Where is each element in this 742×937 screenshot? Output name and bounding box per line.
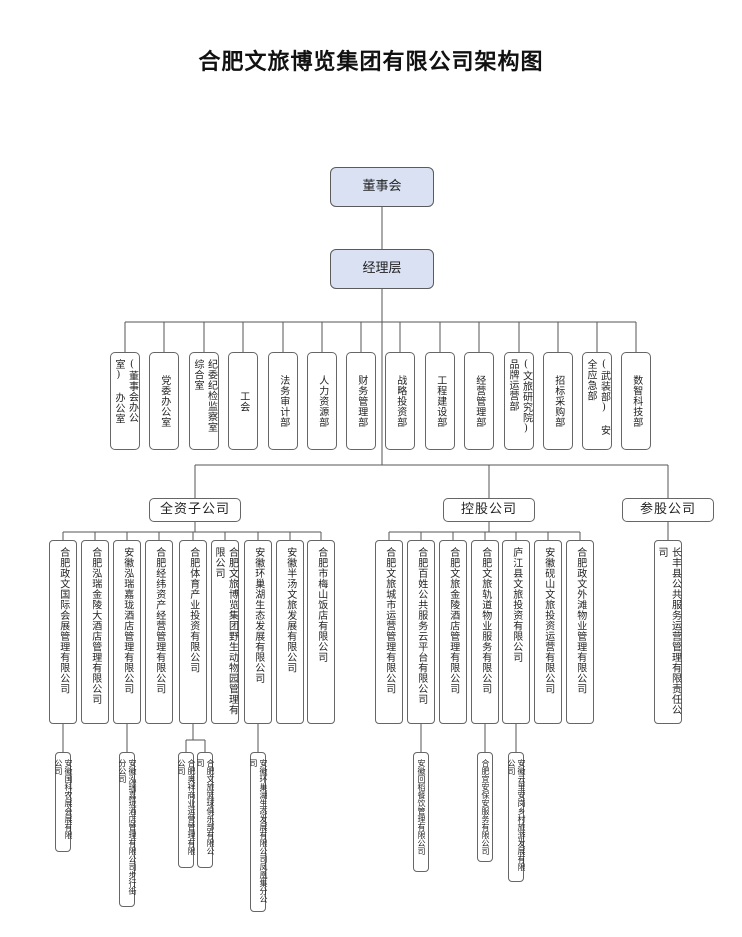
company-box: 安徽泓瑞嘉珑酒店管理有限公司 (113, 540, 141, 724)
chart-title: 合肥文旅博览集团有限公司架构图 (198, 50, 544, 75)
department-box-label: 纪委纪检监察室 综合室 (192, 359, 217, 433)
company-box-label: 安徽半汤文旅发展有限公司 (284, 547, 296, 673)
company-box: 合肥文旅轨道物业服务有限公司 (471, 540, 499, 724)
company-box-label: 合肥文旅轨道物业服务有限公司 (479, 547, 491, 694)
company-box-label: 合肥经纬资产经营管理有限公司 (153, 547, 165, 694)
company-box: 合肥体育产业投资有限公司 (179, 540, 207, 724)
board-label: 董事会 (362, 179, 402, 195)
department-box-label: 财务管理部 (355, 374, 367, 428)
department-box: (文旅研究院) 品牌运营部 (504, 352, 534, 450)
subsidiary-box-label: 安徽回稻餐饮管理有限公司 (417, 759, 426, 855)
company-box-label: 合肥政文外滩物业管理有限公司 (574, 547, 586, 694)
department-box: (董事会办公室) 办公室 (110, 352, 140, 450)
subsidiary-box-label: 安徽环巢湖生态发展有限公司凤凰集分公司 (249, 759, 268, 903)
department-box: (武装部) 安全应急部 (582, 352, 612, 450)
department-box: 人力资源部 (307, 352, 337, 450)
company-box-label: 合肥文旅金陵酒店管理有限公司 (447, 547, 459, 694)
company-box-label: 合肥政文国际会展管理有限公司 (57, 547, 69, 694)
company-box-label: 庐江县文旅投资有限公司 (510, 547, 522, 663)
company-box: 安徽砚山文旅投资运营有限公司 (534, 540, 562, 724)
company-box: 安徽环巢湖生态发展有限公司 (244, 540, 272, 724)
company-box: 安徽半汤文旅发展有限公司 (276, 540, 304, 724)
subsidiary-box-label: 安徽泓瑞嘉珑酒店管理有限公司步行街分公司 (118, 759, 137, 895)
department-box: 财务管理部 (346, 352, 376, 450)
department-box-label: 法务审计部 (277, 374, 289, 428)
management-box: 经理层 (330, 249, 434, 289)
subsidiary-box-label: 合肥文旅篮球俱乐部有限公司 (196, 759, 215, 855)
company-box: 合肥政文外滩物业管理有限公司 (566, 540, 594, 724)
company-box: 合肥市梅山饭店有限公司 (307, 540, 335, 724)
subsidiary-box-label: 合肥宜安保安服务有限公司 (481, 759, 490, 855)
company-box: 合肥文旅城市运营管理有限公司 (375, 540, 403, 724)
subsidiary-box: 合肥奥祥商业运营管理有限公司 (177, 752, 196, 868)
company-box-label: 合肥文旅博览集团野生动物园管理有限公司 (213, 547, 238, 715)
share-label: 参股公司 (639, 502, 696, 518)
department-box-label: 党委办公室 (158, 374, 170, 428)
subsidiary-box: 合肥宜安保安服务有限公司 (477, 752, 493, 862)
management-label: 经理层 (362, 261, 402, 277)
department-box-label: 人力资源部 (316, 374, 328, 428)
share-group: 参股公司 (622, 498, 714, 522)
company-box-label: 合肥百姓公共服务云平台有限公司 (415, 547, 427, 705)
company-box-label: 合肥市梅山饭店有限公司 (315, 547, 327, 663)
company-box: 合肥泓瑞金陵大酒店管理有限公司 (81, 540, 109, 724)
department-box: 战略投资部 (385, 352, 415, 450)
department-box-label: 经营管理部 (473, 374, 485, 428)
subsidiary-box: 安徽环巢湖生态发展有限公司凤凰集分公司 (249, 752, 268, 912)
company-box-label: 安徽环巢湖生态发展有限公司 (252, 547, 264, 684)
department-box-label: 工程建设部 (434, 374, 446, 428)
company-box: 庐江县文旅投资有限公司 (502, 540, 530, 724)
company-box-label: 合肥文旅城市运营管理有限公司 (383, 547, 395, 694)
subsidiary-box: 安徽云里安岗乡村旅游发展有限公司 (507, 752, 526, 882)
company-box: 合肥政文国际会展管理有限公司 (49, 540, 77, 724)
subsidiary-box: 安徽回稻餐饮管理有限公司 (413, 752, 429, 872)
wholly-owned-group: 全资子公司 (149, 498, 241, 522)
company-box-label: 长丰县公共服务运营管理有限责任公司 (656, 547, 681, 715)
company-box: 合肥经纬资产经营管理有限公司 (145, 540, 173, 724)
company-box-label: 合肥泓瑞金陵大酒店管理有限公司 (89, 547, 101, 705)
company-box: 合肥百姓公共服务云平台有限公司 (407, 540, 435, 724)
wholly-owned-label: 全资子公司 (159, 502, 230, 518)
department-box-label: (董事会办公室) 办公室 (113, 359, 138, 424)
company-box-label: 合肥体育产业投资有限公司 (187, 547, 199, 673)
holding-group: 控股公司 (443, 498, 535, 522)
department-box-label: (文旅研究院) 品牌运营部 (507, 359, 532, 435)
board-box: 董事会 (330, 167, 434, 207)
department-box: 招标采购部 (543, 352, 573, 450)
subsidiary-box-label: 合肥奥祥商业运营管理有限公司 (177, 759, 196, 855)
department-box-label: 工会 (237, 390, 249, 412)
department-box: 党委办公室 (149, 352, 179, 450)
subsidiary-box: 合肥文旅篮球俱乐部有限公司 (196, 752, 215, 868)
subsidiary-box: 安徽泓瑞嘉珑酒店管理有限公司步行街分公司 (118, 752, 137, 907)
department-box: 纪委纪检监察室 综合室 (189, 352, 219, 450)
department-box-label: 战略投资部 (394, 374, 406, 428)
department-box-label: (武装部) 安全应急部 (585, 359, 610, 436)
department-box: 工程建设部 (425, 352, 455, 450)
department-box: 工会 (228, 352, 258, 450)
department-box: 经营管理部 (464, 352, 494, 450)
company-box: 合肥文旅金陵酒店管理有限公司 (439, 540, 467, 724)
company-box-label: 安徽砚山文旅投资运营有限公司 (542, 547, 554, 694)
subsidiary-box-label: 安徽国科农展会展有限公司 (54, 759, 73, 839)
subsidiary-box-label: 安徽云里安岗乡村旅游发展有限公司 (507, 759, 526, 871)
department-box-label: 数智科技部 (630, 374, 642, 428)
holding-label: 控股公司 (460, 502, 517, 518)
company-box: 长丰县公共服务运营管理有限责任公司 (654, 540, 682, 724)
company-box-label: 安徽泓瑞嘉珑酒店管理有限公司 (121, 547, 133, 694)
department-box: 法务审计部 (268, 352, 298, 450)
company-box: 合肥文旅博览集团野生动物园管理有限公司 (211, 540, 239, 724)
department-box-label: 招标采购部 (552, 374, 564, 428)
subsidiary-box: 安徽国科农展会展有限公司 (54, 752, 73, 852)
department-box: 数智科技部 (621, 352, 651, 450)
